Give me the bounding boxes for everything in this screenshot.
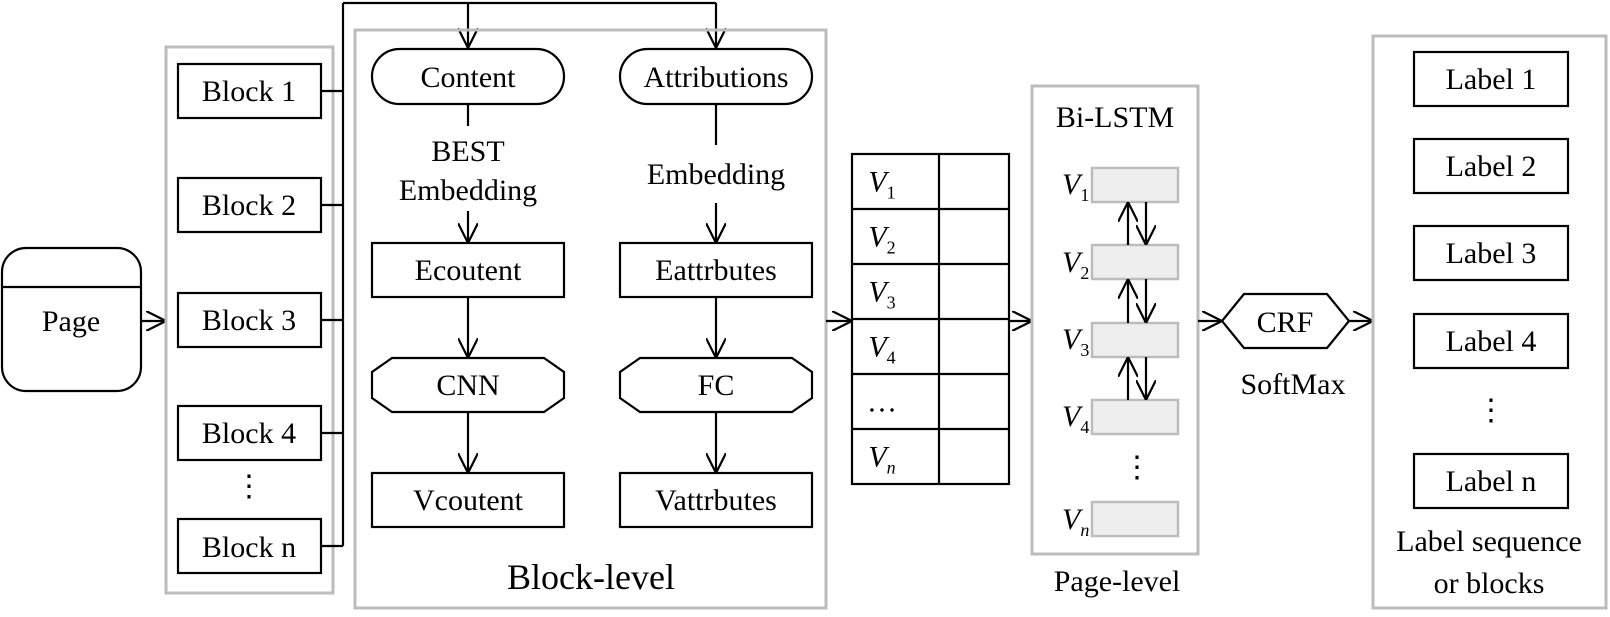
attributions-node: Attributions [618,47,814,106]
block-level-container [353,28,828,610]
labels-caption-line2: or blocks [1434,567,1545,600]
block-n: Block n [176,517,323,575]
content-label: Content [421,61,517,94]
crf-label: CRF [1257,306,1314,339]
bilstm-v-label-2: V2 [1062,246,1089,283]
labels-container [1371,34,1608,610]
label-2: Label 2 [1412,137,1570,195]
vattrbutes-label: Vattrbutes [655,484,777,517]
label-text: Label 3 [1446,237,1537,270]
bilstm-v-label-1: V1 [1062,168,1089,205]
label-text: Label 2 [1446,150,1537,183]
table-v-label-4: V4 [868,331,895,368]
label-3: Label 3 [1412,224,1570,282]
labels-ellipsis: ⋮ [1476,394,1506,427]
crf-node: CRF [1220,292,1351,350]
block-level-title: Block-level [507,557,675,597]
cnn-node: CNN [370,356,566,414]
fc-node: FC [618,356,814,414]
label-text: Label 1 [1446,63,1537,96]
block-label: Block 1 [202,75,296,108]
block-1: Block 1 [176,62,323,120]
content-node: Content [370,47,566,106]
blocks-bus-connector [321,1,716,548]
page-node: Page [0,246,143,393]
bilstm-v-label-3: V3 [1062,323,1089,360]
table-v-label-n: Vn [868,441,895,478]
label-text: Label 4 [1446,325,1537,358]
label-n: Label n [1412,452,1570,510]
bilstm-title: Bi-LSTM [1056,101,1174,134]
page-label: Page [42,305,100,338]
block-label: Block 2 [202,189,296,222]
vcoutent-label: Vcoutent [413,484,524,517]
block-label: Block n [202,531,296,564]
page-level-title: Page-level [1054,565,1181,598]
fc-label: FC [698,369,735,402]
bilstm-v-label-n: Vn [1062,503,1089,540]
table-v-label-ellipsis: … [867,386,897,419]
vector-table [850,152,1011,486]
best-embedding-line2: Embedding [399,174,537,207]
embedding-label: Embedding [647,158,785,191]
bilstm-cells [1090,166,1180,538]
label-4: Label 4 [1412,312,1570,370]
block-label: Block 3 [202,304,296,337]
block-3: Block 3 [176,291,323,349]
vattrbutes-node: Vattrbutes [618,471,814,529]
eattrbutes-node: Eattrbutes [618,241,814,299]
label-text: Label n [1446,465,1537,498]
ecoutent-label: Ecoutent [415,254,522,287]
softmax-label: SoftMax [1241,368,1346,401]
blocks-ellipsis: ⋮ [234,470,264,503]
table-v-label-1: V1 [868,166,895,203]
best-embedding-line1: BEST [431,135,504,168]
ecoutent-node: Ecoutent [370,241,566,299]
page-level-container [1030,84,1200,556]
table-v-label-2: V2 [868,221,895,258]
eattrbutes-label: Eattrbutes [655,254,777,287]
labels-caption-line1: Label sequence [1396,525,1582,558]
block-2: Block 2 [176,176,323,234]
block-4: Block 4 [176,404,323,462]
bilstm-ellipsis: ⋮ [1122,451,1152,484]
table-v-label-3: V3 [868,276,895,313]
cnn-label: CNN [436,369,499,402]
vcoutent-node: Vcoutent [370,471,566,529]
block-label: Block 4 [202,417,296,450]
attributions-label: Attributions [643,61,788,94]
bilstm-v-label-4: V4 [1062,400,1089,437]
bilstm-arrows [1128,202,1146,400]
label-1: Label 1 [1412,50,1570,108]
